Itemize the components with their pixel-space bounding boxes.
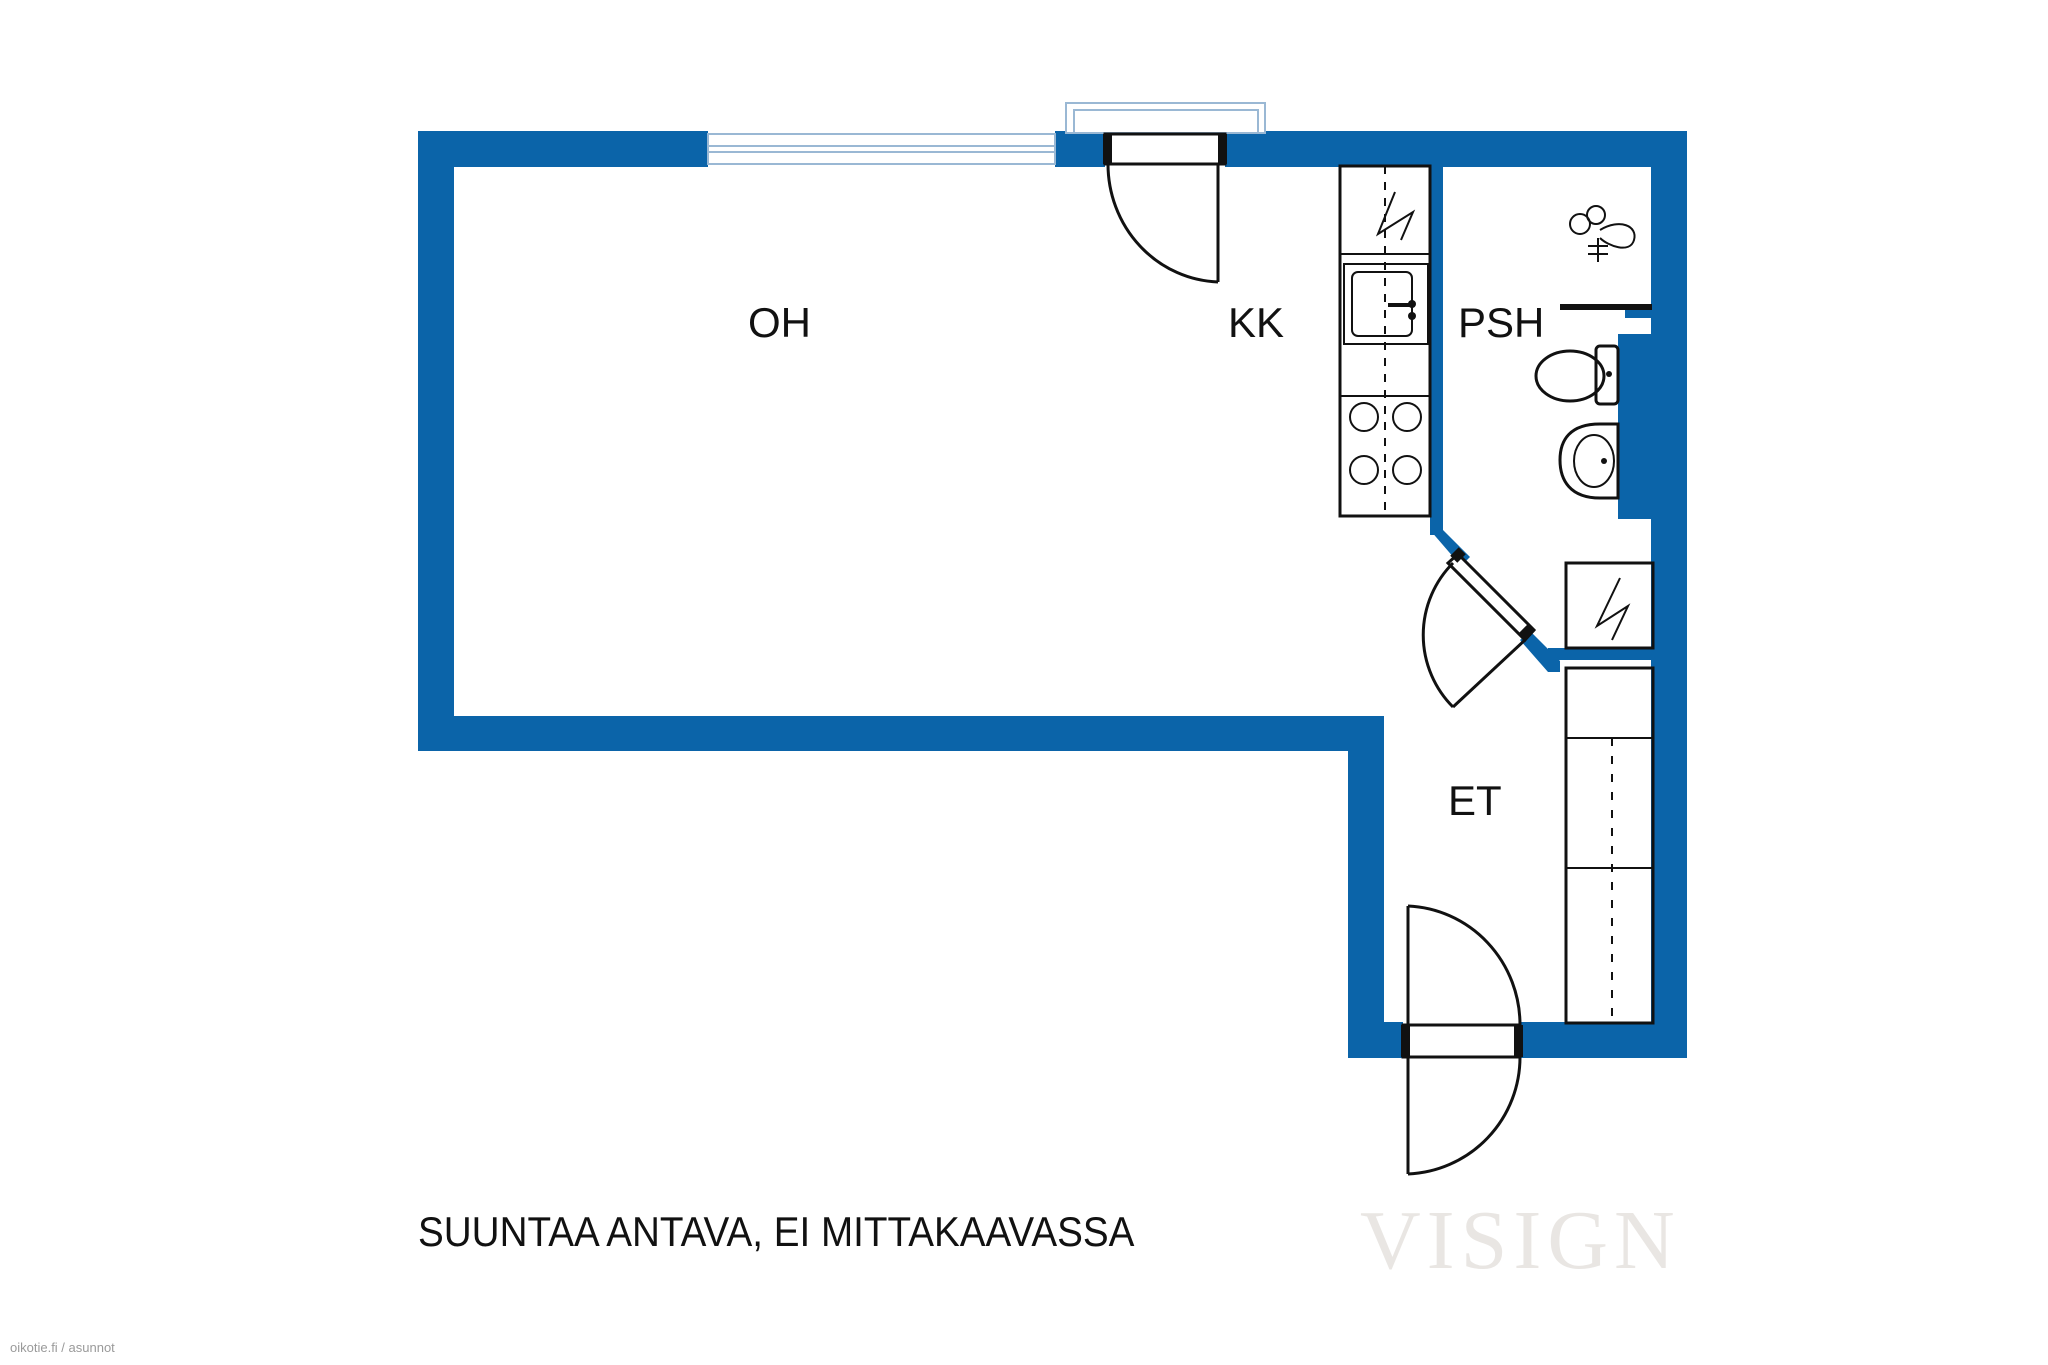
walls [418,131,1687,1058]
fridge-icon [1375,191,1416,241]
watermark-logo: VISIGN [1360,1194,1681,1287]
bathroom-door [1421,547,1537,709]
source-caption: oikotie.fi / asunnot [10,1340,115,1355]
wall-bath-closet [1625,308,1653,318]
wall-bath-partition [1430,160,1443,535]
stove-icon [1349,402,1422,485]
wall-hall-bottom-left [1348,1022,1403,1058]
balcony-threshold [1065,102,1266,134]
bathroom-fixtures [1534,205,1655,650]
wall-hall-left [1348,716,1384,1058]
electric-panel-icon [1594,577,1631,641]
wall-living-bottom [418,716,1384,751]
wall-bath-diagonal-lower [1520,631,1560,672]
balcony-door [1103,132,1227,284]
wardrobe [1564,666,1655,1025]
window-top [707,133,1056,165]
room-label-hall: ET [1448,777,1502,824]
room-label-kitchen: KK [1228,299,1284,346]
wall-bath-pillar [1618,334,1658,519]
wall-right [1651,131,1687,1058]
entrance-door [1401,904,1523,1176]
kitchen-counter [1338,164,1432,518]
washbasin-icon [1558,422,1620,500]
disclaimer-note: SUUNTAA ANTAVA, EI MITTAKAAVASSA [418,1208,1135,1255]
wall-left [418,131,454,751]
wall-top-right [1225,131,1687,167]
wall-top-left [418,131,708,167]
room-label-bathroom: PSH [1458,299,1544,346]
room-label-living: OH [748,299,811,346]
toilet-icon [1534,344,1620,406]
shower-icon [1569,205,1636,262]
wall-top-mid [1055,131,1105,167]
wall-bath-bottom [1548,648,1658,660]
